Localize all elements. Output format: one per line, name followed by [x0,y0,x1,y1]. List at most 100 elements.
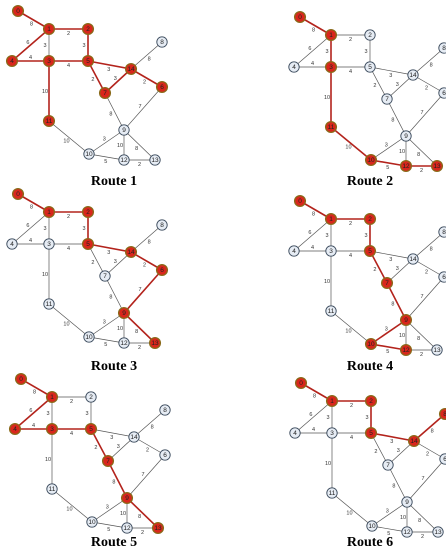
edge-weight: 10 [345,329,351,335]
edge-weight: 3 [364,49,367,55]
route-node-circle [407,434,421,448]
node-circle [326,487,338,499]
edge-weight: 7 [138,104,141,110]
edge-weight: 4 [29,238,32,244]
edge-weight: 8 [430,63,433,69]
edge-weight: 8 [109,111,112,117]
node-label: 12 [120,157,128,164]
route-node-circle [120,491,134,505]
node-label: 13 [154,525,162,532]
graph-edge [88,153,125,161]
edge-weight: 8 [430,247,433,253]
node-circle [128,431,140,443]
graph-edge [88,312,125,338]
node-label: 12 [403,529,411,536]
graph-edge [48,120,90,155]
node-circle [366,520,378,532]
node-12: 12 [399,343,413,357]
edge-weight: 6 [26,223,29,229]
node-label: 14 [410,438,418,445]
node-label: 14 [127,249,135,256]
node-7: 7 [101,454,115,468]
graph-edge [11,211,50,245]
node-label: 8 [443,411,446,418]
node-7: 7 [381,93,393,105]
node-label: 3 [329,64,333,71]
node-14: 14 [407,253,419,265]
node-circle [118,154,130,166]
node-label: 14 [130,434,138,441]
node-8: 8 [438,407,446,421]
node-8: 8 [156,219,168,231]
edge-weight: 3 [103,320,106,326]
route-node-circle [11,4,25,18]
edge-weight: 2 [91,77,94,83]
graph-edge [133,409,166,438]
edge-weight: 2 [426,451,429,457]
node-circle [325,305,337,317]
route-node-circle [430,159,444,173]
edge-weight: 3 [390,439,393,445]
edge-weight: 3 [389,73,392,79]
node-6: 6 [438,87,446,99]
graph-edge [91,521,128,529]
edge-weight: 2 [143,79,146,85]
edge-weight: 4 [67,63,70,69]
node-13: 13 [430,159,444,173]
node-13: 13 [149,154,161,166]
route-node-circle [42,54,56,68]
node-label: 8 [160,39,164,46]
route-node-circle [363,244,377,258]
node-circle [381,93,393,105]
edge-weight: 6 [309,412,312,418]
node-2: 2 [364,394,378,408]
edge-weight: 2 [373,267,376,273]
edge-weight: 3 [103,137,106,143]
node-circle [43,238,55,250]
node-circle [159,449,171,461]
node-label: 9 [125,495,129,502]
node-8: 8 [156,36,168,48]
node-label: 3 [330,430,334,437]
node-label: 3 [50,426,54,433]
node-5: 5 [81,54,95,68]
route-node-circle [324,120,338,134]
edge-weight: 7 [141,472,144,478]
edge-weight: 7 [421,476,424,482]
route-title: Route 3 [91,359,137,374]
node-circle [6,238,18,250]
route-edge [370,319,407,345]
edge-weight: 6 [308,46,311,52]
node-label: 4 [292,248,296,255]
node-label: 4 [13,426,17,433]
graph-edge [330,310,372,345]
node-12: 12 [399,159,413,173]
node-circle [118,124,130,136]
route-node-circle [42,205,56,219]
node-4: 4 [6,238,18,250]
node-label: 13 [433,163,441,170]
edge-weight: 8 [312,27,315,33]
node-10: 10 [364,337,378,351]
route-node-circle [364,394,378,408]
edge-weight: 8 [418,518,421,524]
graph-edge [406,501,439,533]
route-title: Route 6 [347,535,393,550]
edge-weight: 4 [312,427,315,433]
node-1: 1 [42,22,56,36]
node-label: 10 [85,334,93,341]
route-node-circle [399,159,413,173]
node-5: 5 [364,61,376,73]
edge-weight: 3 [385,327,388,333]
node-label: 6 [442,90,446,97]
edge-weight: 3 [364,233,367,239]
node-circle [149,154,161,166]
graph-edge [88,129,125,155]
route-node-circle [124,62,138,76]
graph-edge [331,492,373,527]
edge-weight: 2 [91,260,94,266]
edge-weight: 2 [420,168,423,174]
